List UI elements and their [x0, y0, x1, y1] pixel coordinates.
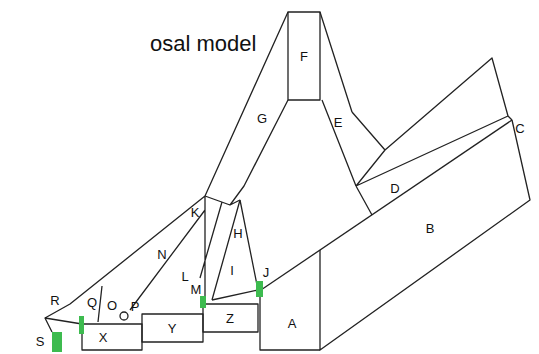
- part-label: R: [50, 294, 59, 307]
- box-outline: [82, 324, 142, 350]
- part-label: K: [191, 206, 200, 219]
- part-label: L: [181, 270, 188, 283]
- part-label: B: [426, 222, 435, 235]
- face-outline: [260, 291, 320, 350]
- part-label: Y: [168, 322, 177, 335]
- green-marker: [79, 316, 84, 334]
- face-outline: [45, 196, 222, 332]
- joint-circle: [120, 312, 128, 320]
- part-label: J: [263, 266, 270, 279]
- part-label: A: [288, 317, 297, 330]
- part-label: Q: [87, 296, 97, 309]
- diagram-title: osal model: [150, 33, 256, 55]
- part-label: E: [334, 116, 343, 129]
- part-label: S: [36, 335, 45, 348]
- face-outline: [288, 12, 320, 100]
- part-label: C: [515, 122, 524, 135]
- part-label: D: [390, 182, 399, 195]
- part-label: H: [233, 227, 242, 240]
- green-marker: [256, 281, 263, 297]
- part-label: O: [107, 299, 117, 312]
- green-marker: [200, 296, 206, 308]
- part-label: F: [300, 50, 308, 63]
- part-label: N: [157, 248, 166, 261]
- box-outline: [142, 314, 203, 342]
- box-outline: [203, 304, 258, 332]
- face-outline: [320, 120, 530, 350]
- green-marker: [52, 332, 62, 352]
- part-label: G: [257, 112, 267, 125]
- part-label: P: [131, 300, 140, 313]
- part-label: M: [191, 283, 202, 296]
- part-label: I: [230, 264, 234, 277]
- part-label: X: [99, 331, 108, 344]
- face-outline: [320, 12, 356, 186]
- part-label: Z: [226, 312, 234, 325]
- face-outline: [258, 120, 512, 292]
